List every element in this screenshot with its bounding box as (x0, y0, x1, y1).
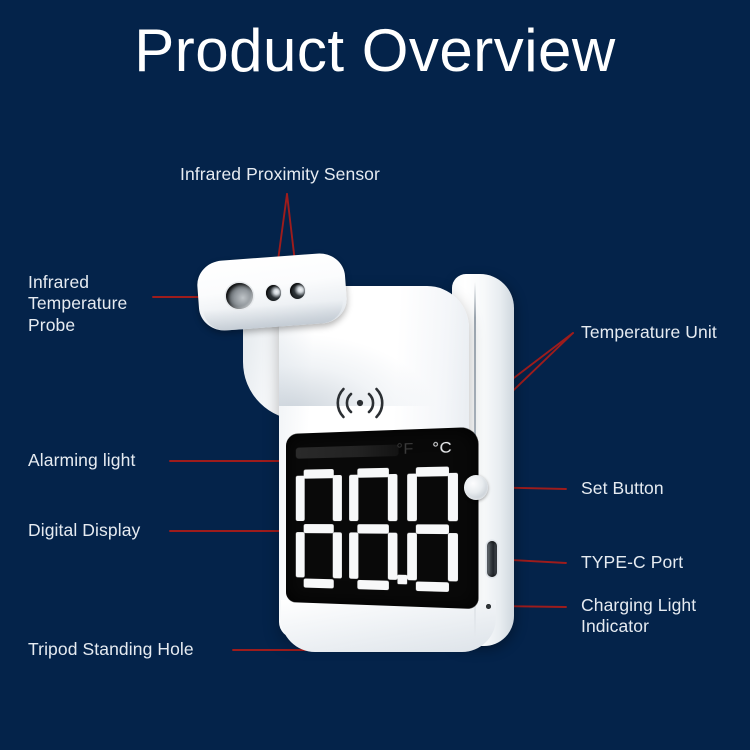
infrared-proximity-sensor-lens-2 (290, 283, 305, 299)
charging-light-indicator (486, 604, 491, 609)
label-infrared-temperature-probe: Infrared Temperature Probe (28, 272, 128, 335)
alarming-light-strip (295, 444, 399, 459)
digital-display-panel: °F °C (286, 426, 479, 610)
display-digit-1 (295, 468, 342, 592)
label-digital-display: Digital Display (28, 520, 141, 540)
label-charging-light-indicator: Charging Light Indicator (581, 595, 697, 637)
label-set-button: Set Button (581, 478, 664, 498)
label-infrared-proximity-sensor: Infrared Proximity Sensor (180, 164, 380, 184)
temperature-unit-celsius: °C (432, 438, 453, 458)
infrared-proximity-sensor-lens-1 (266, 285, 281, 301)
display-decimal-point (397, 574, 408, 585)
set-button[interactable] (464, 475, 488, 500)
wireless-emission-icon (336, 387, 384, 419)
label-tripod-standing-hole: Tripod Standing Hole (28, 639, 194, 659)
page-title: Product Overview (134, 17, 616, 84)
display-digit-3 (407, 466, 458, 595)
seven-segment-digits (292, 464, 479, 601)
display-digit-2 (349, 467, 398, 594)
label-temperature-unit: Temperature Unit (581, 322, 717, 342)
label-type-c-port: TYPE-C Port (581, 552, 684, 572)
type-c-port[interactable] (487, 541, 497, 577)
label-alarming-light: Alarming light (28, 450, 136, 470)
temperature-unit-fahrenheit: °F (396, 439, 414, 459)
